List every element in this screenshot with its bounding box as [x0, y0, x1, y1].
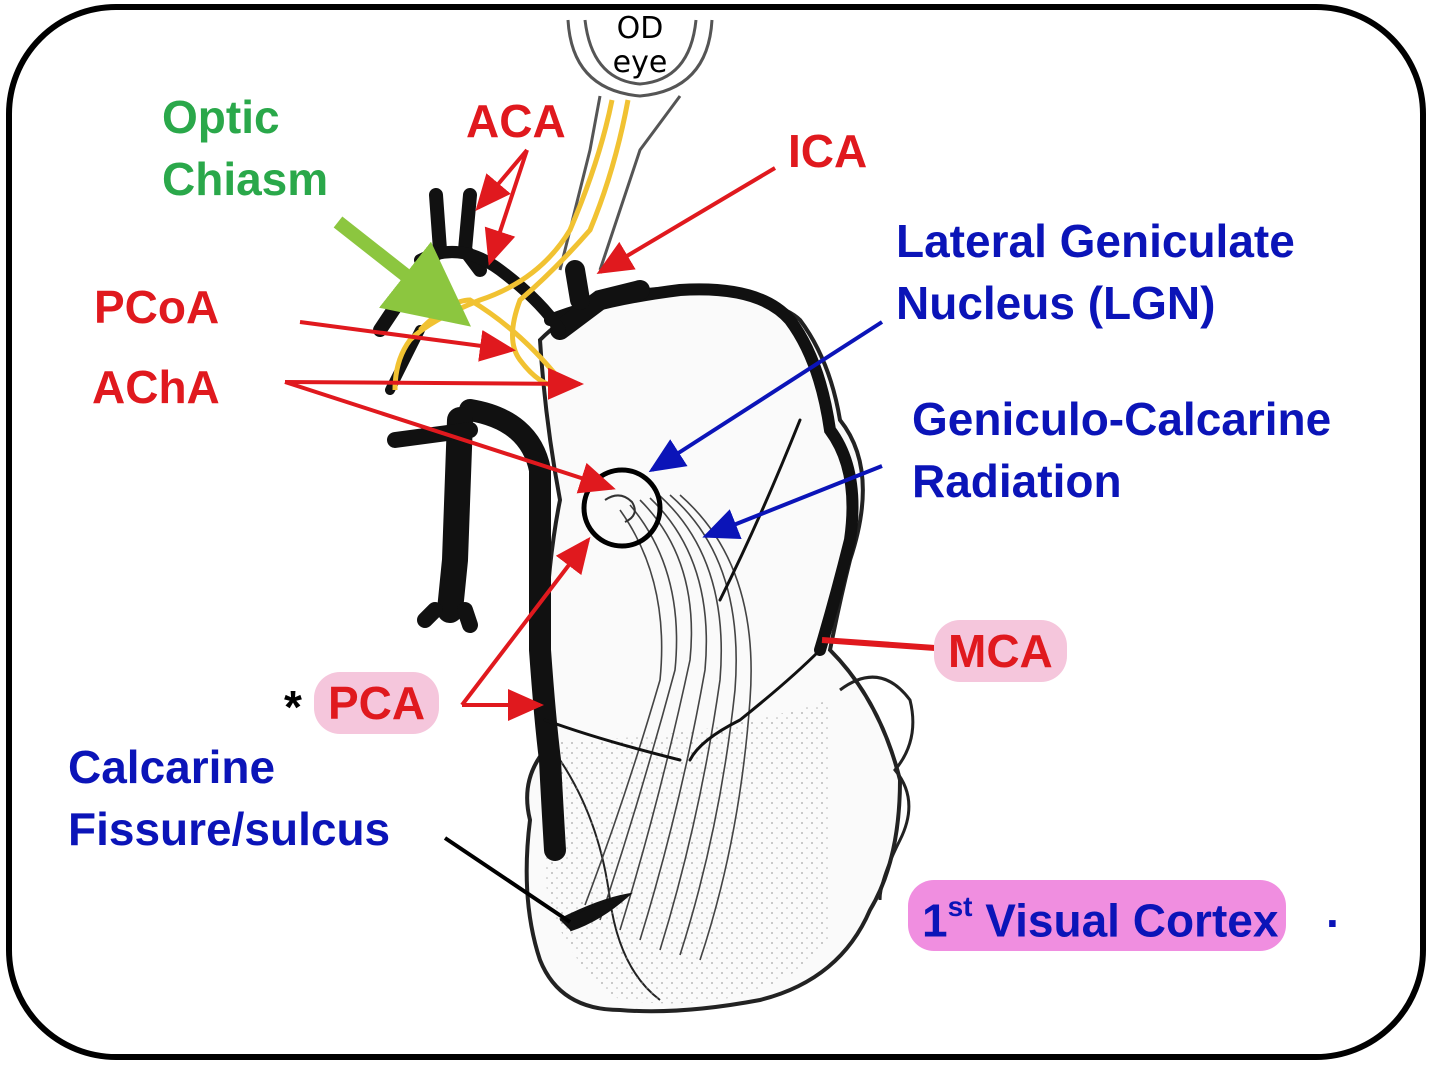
label-pca-star: * — [284, 681, 302, 733]
label-radiation-line1: Geniculo-Calcarine — [912, 393, 1332, 445]
calcarine-fissure-mark — [559, 892, 633, 932]
label-radiation-line2: Radiation — [912, 455, 1122, 507]
label-calcarine-line2: Fissure/sulcus — [68, 803, 391, 855]
calcarine-pointer-line — [443, 836, 572, 924]
radiation-fibers — [584, 494, 752, 961]
lgn-circle — [581, 467, 663, 549]
handwritten-od: OD — [616, 11, 664, 46]
green-arrow — [333, 216, 472, 327]
eye-sheath — [558, 19, 714, 271]
label-pcoa: PCoA — [94, 281, 220, 333]
visual-cortex-suffix: st — [947, 891, 973, 922]
brain-outline — [524, 286, 915, 1014]
visual-cortex-ordinal: 1 — [922, 894, 948, 947]
blue-arrows — [648, 320, 884, 540]
red-arrows — [284, 148, 936, 721]
visual-cortex-text: Visual Cortex — [972, 894, 1279, 947]
lgn-detail — [604, 494, 636, 523]
label-calcarine-line1: Calcarine — [68, 741, 276, 793]
label-optic-chiasm-line2: Chiasm — [162, 153, 329, 205]
label-pca: PCA — [314, 672, 440, 734]
label-lgn-line2: Nucleus (LGN) — [896, 277, 1216, 329]
label-aca: ACA — [466, 95, 566, 147]
label-ica: ICA — [788, 125, 868, 177]
label-acha: AChA — [92, 361, 220, 413]
label-mca: MCA — [934, 620, 1067, 682]
label-optic-chiasm-line1: Optic — [162, 91, 280, 143]
handwritten-eye: eye — [612, 45, 668, 80]
label-visual-cortex: 1st Visual Cortex — [908, 880, 1287, 952]
label-lgn-line1: Lateral Geniculate — [896, 215, 1295, 267]
visual-cortex-period: . — [1326, 885, 1339, 937]
